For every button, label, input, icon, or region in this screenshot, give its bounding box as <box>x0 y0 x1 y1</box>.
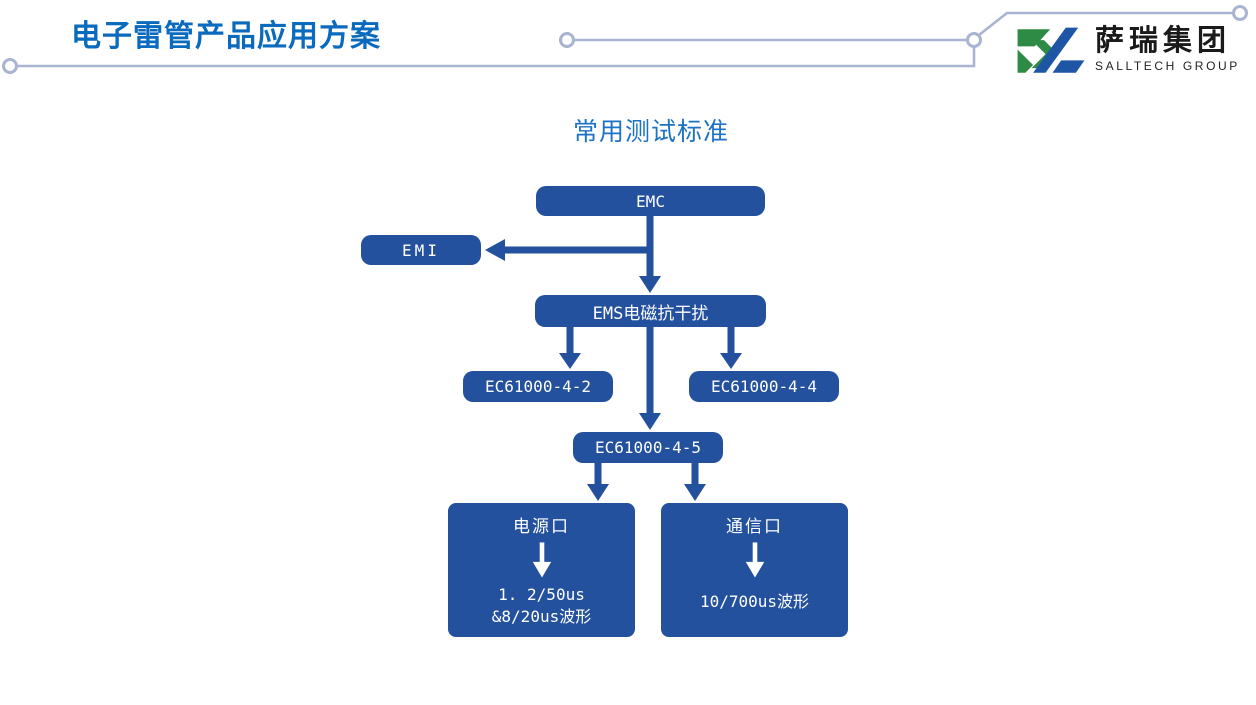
waveform-line1: 1. 2/50us <box>498 585 585 604</box>
decor-circle-left <box>2 58 18 74</box>
arrow-emc-to-ems <box>639 215 661 293</box>
arrow-branch-to-emi <box>485 239 650 261</box>
company-logo: 萨瑞集团 SALLTECH GROUP <box>1016 25 1240 76</box>
comm-port-title: 通信口 <box>726 517 783 537</box>
node-ems: EMS电磁抗干扰 <box>535 295 766 327</box>
down-arrow-icon <box>532 542 551 578</box>
node-emc: EMC <box>536 186 765 216</box>
logo-text: 萨瑞集团 SALLTECH GROUP <box>1095 25 1240 73</box>
node-emi: EMI <box>361 235 481 265</box>
comm-port-waveform: 10/700us波形 <box>699 592 810 611</box>
node-power-port: 电源口 1. 2/50us &8/20us波形 <box>448 503 635 637</box>
logo-name-cn: 萨瑞集团 <box>1095 25 1232 57</box>
decor-circle-junction <box>966 32 982 48</box>
arrow-ec5-to-comm <box>684 463 706 501</box>
arrow-ems-to-ec4 <box>720 327 742 369</box>
power-port-title: 电源口 <box>513 517 570 537</box>
arrow-ems-to-ec2 <box>559 327 581 369</box>
node-ec61000-4-5: EC61000-4-5 <box>573 432 723 463</box>
logo-name-en: SALLTECH GROUP <box>1095 58 1240 73</box>
node-ec61000-4-4: EC61000-4-4 <box>689 371 839 402</box>
waveform-line2: &8/20us波形 <box>491 607 592 627</box>
section-heading: 常用测试标准 <box>573 118 730 146</box>
down-arrow-icon <box>745 542 764 578</box>
arrow-ec5-to-power <box>587 463 609 501</box>
decor-circle-mid <box>559 32 575 48</box>
node-comm-port: 通信口 10/700us波形 <box>661 503 848 637</box>
node-ec61000-4-2: EC61000-4-2 <box>463 371 613 402</box>
decor-circle-right <box>1232 5 1248 21</box>
arrow-ems-to-ec5 <box>639 327 661 430</box>
slide-title: 电子雷管产品应用方案 <box>71 20 381 53</box>
power-port-waveform: 1. 2/50us &8/20us波形 <box>492 584 591 629</box>
salltech-logo-icon <box>1017 27 1085 73</box>
